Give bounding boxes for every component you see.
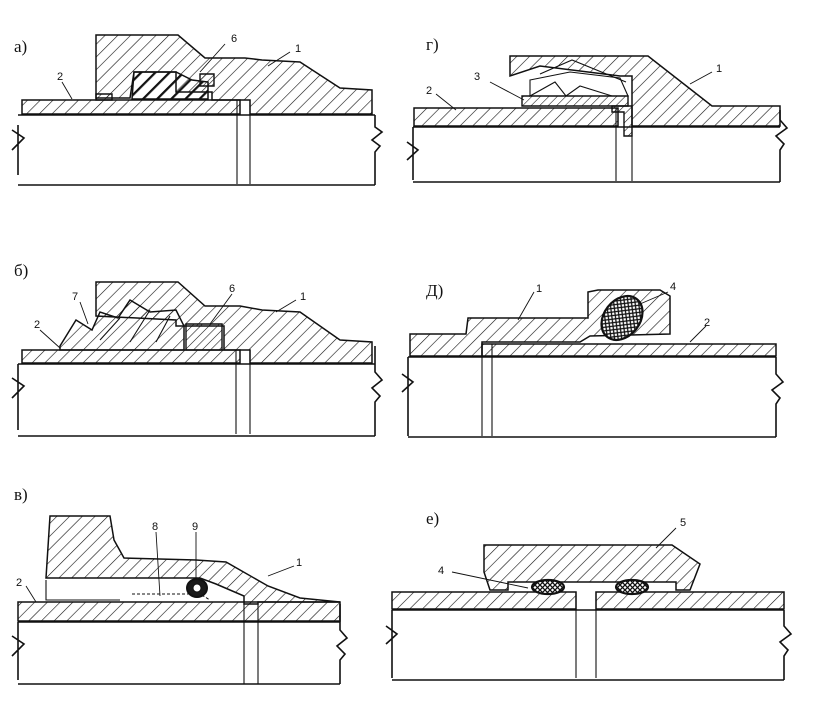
panel-g-liner-end bbox=[611, 105, 633, 137]
panel-d-ring bbox=[600, 294, 644, 342]
panel-e-pipe-right bbox=[595, 591, 785, 610]
panel-v-gap bbox=[243, 604, 259, 684]
panel-b-breaks bbox=[11, 346, 384, 436]
panel-b-packing bbox=[59, 298, 185, 351]
panel-v-label-9: 9 bbox=[192, 521, 198, 533]
panel-g-lip-line bbox=[539, 59, 627, 83]
panel-b-label-7: 7 bbox=[72, 291, 78, 303]
panel-v-letter: в) bbox=[14, 485, 28, 504]
panel-b-packing-lines bbox=[99, 309, 171, 343]
panel-d-letter: Д) bbox=[426, 281, 443, 300]
panel-g-label-1: 1 bbox=[716, 63, 722, 75]
panel-g-letter: г) bbox=[426, 35, 439, 54]
panel-e-label-4: 4 bbox=[438, 565, 444, 577]
panel-v-label-1: 1 bbox=[296, 557, 302, 569]
panel-g-pipe bbox=[413, 126, 780, 183]
panel-b: б) 7 2 6 1 bbox=[11, 261, 384, 437]
panel-v-socket bbox=[45, 515, 341, 605]
panel-g-spigot bbox=[413, 107, 619, 127]
panel-d-label-2: 2 bbox=[704, 317, 710, 329]
panel-v-spigot bbox=[17, 601, 341, 622]
panel-e-gap bbox=[575, 592, 597, 678]
panel-e-letter: е) bbox=[426, 509, 439, 528]
panel-d-label-1: 1 bbox=[536, 283, 542, 295]
panel-a-label-6: 6 bbox=[231, 33, 237, 45]
panel-g-liner bbox=[521, 95, 629, 107]
panel-a-spigot bbox=[21, 99, 241, 115]
panel-v-breaks bbox=[11, 604, 349, 684]
panel-a-label-1: 1 bbox=[295, 43, 301, 55]
panel-g-label-3: 3 bbox=[474, 71, 480, 83]
panel-g: г) 3 2 1 bbox=[406, 35, 789, 183]
panel-d-gap bbox=[481, 344, 493, 436]
panel-v-label-8: 8 bbox=[152, 521, 158, 533]
panel-d-breaks bbox=[401, 357, 785, 437]
panel-e-coupling bbox=[483, 544, 701, 591]
panel-e-ring-left bbox=[530, 578, 566, 596]
panel-v-inner-line bbox=[45, 580, 120, 601]
panel-d-spigot bbox=[481, 343, 777, 357]
panel-v: в) 8 9 1 2 bbox=[11, 485, 349, 685]
panel-e-label-5: 5 bbox=[680, 517, 686, 529]
panel-e-breaks bbox=[385, 610, 793, 680]
panel-v-label-2: 2 bbox=[16, 577, 22, 589]
panel-a-break-left bbox=[11, 125, 26, 175]
panel-e: е) 4 5 bbox=[385, 509, 793, 681]
panel-v-pipe bbox=[18, 621, 340, 685]
panel-g-label-2: 2 bbox=[426, 85, 432, 97]
panel-b-gap bbox=[235, 350, 251, 434]
panel-a-label-2: 2 bbox=[57, 71, 63, 83]
panel-e-ring-right bbox=[614, 578, 650, 596]
panel-b-pipe bbox=[18, 363, 375, 437]
panel-a-small-pad bbox=[95, 93, 113, 101]
panel-b-label-2: 2 bbox=[34, 319, 40, 331]
panel-b-seal-block bbox=[185, 323, 223, 351]
panel-a-pipe bbox=[18, 114, 384, 186]
panel-d-pipe bbox=[408, 356, 776, 438]
panel-a-clamp bbox=[199, 73, 215, 87]
panel-a-letter: а) bbox=[14, 37, 27, 56]
panel-d: Д) 1 4 2 bbox=[401, 281, 785, 438]
panel-d-socket bbox=[409, 289, 671, 357]
panel-a: а) 2 6 1 bbox=[11, 33, 384, 186]
panel-g-lip-seal bbox=[529, 71, 629, 97]
panel-e-pipe bbox=[392, 609, 784, 681]
panel-b-spigot bbox=[21, 349, 241, 364]
panel-b-label-1: 1 bbox=[300, 291, 306, 303]
panel-b-letter: б) bbox=[14, 261, 28, 280]
panel-b-label-6: 6 bbox=[229, 283, 235, 295]
panel-d-label-4: 4 bbox=[670, 281, 676, 293]
